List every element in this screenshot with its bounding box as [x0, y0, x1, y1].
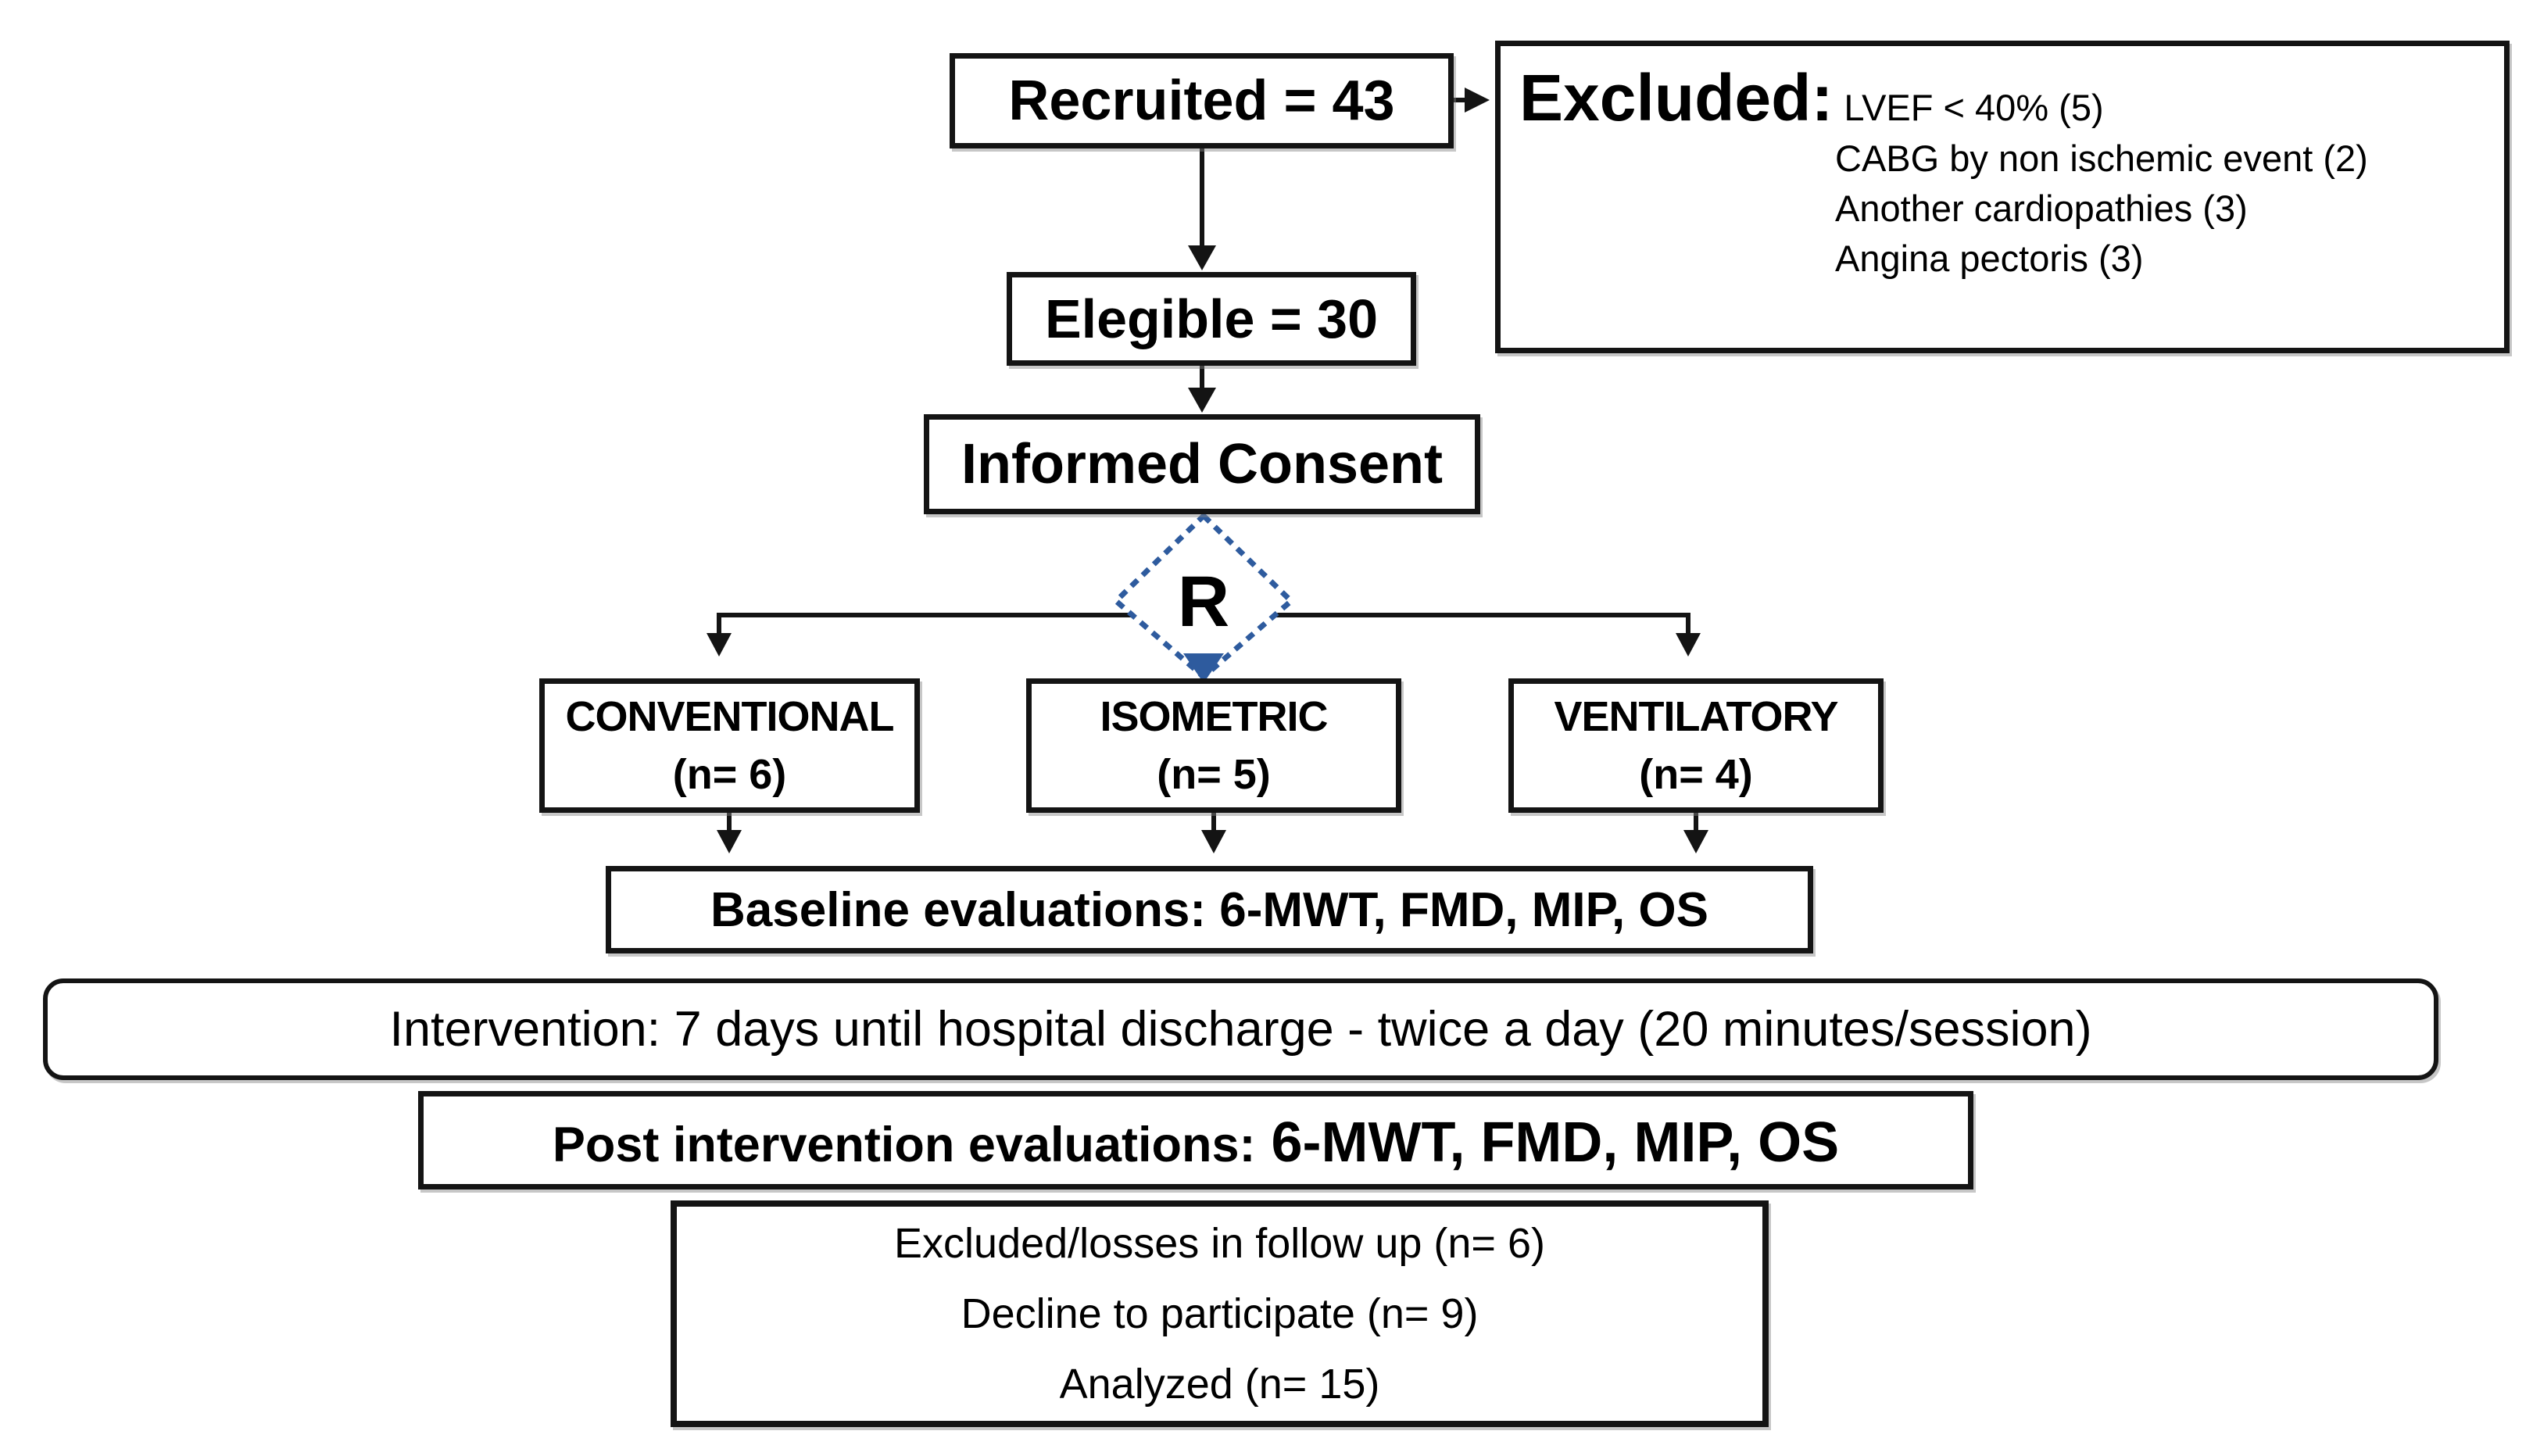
group-n: (n= 4)	[1639, 751, 1753, 798]
group-name: CONVENTIONAL	[565, 693, 895, 740]
follow-up-box: Excluded/losses in follow up (n= 6) Decl…	[671, 1200, 1769, 1427]
post-intervention-box: Post intervention evaluations: 6-MWT, FM…	[418, 1091, 1973, 1189]
group-box-conventional: CONVENTIONAL (n= 6)	[539, 678, 920, 813]
arrow-down-conventional	[717, 830, 742, 853]
follow-up-line: Excluded/losses in follow up (n= 6)	[894, 1220, 1545, 1267]
group-box-ventilatory: VENTILATORY (n= 4)	[1508, 678, 1884, 813]
baseline-evaluations-box: Baseline evaluations: 6-MWT, FMD, MIP, O…	[606, 866, 1813, 953]
excluded-box: Excluded: LVEF < 40% (5) CABG by non isc…	[1495, 41, 2510, 353]
recruited-box: Recruited = 43	[950, 53, 1454, 148]
randomization-arrowhead	[1183, 653, 1224, 683]
arrowheads	[707, 88, 1708, 853]
baseline-label: Baseline evaluations: 6-MWT, FMD, MIP, O…	[710, 882, 1708, 937]
arrow-down-to-eligible	[1188, 245, 1216, 270]
excluded-item: Another cardiopathies (3)	[1835, 188, 2248, 229]
informed-consent-box: Informed Consent	[924, 414, 1480, 514]
excluded-item: CABG by non ischemic event (2)	[1835, 138, 2368, 179]
post-intervention-acronyms: 6-MWT, FMD, MIP, OS	[1271, 1111, 1840, 1174]
excluded-title: Excluded:	[1519, 61, 1834, 134]
group-name: ISOMETRIC	[1100, 693, 1328, 740]
excluded-item: Angina pectoris (3)	[1835, 238, 2144, 279]
excluded-item: LVEF < 40% (5)	[1844, 87, 2104, 128]
arrow-down-left-branch	[707, 633, 732, 656]
group-n: (n= 5)	[1157, 751, 1271, 798]
eligible-label: Elegible = 30	[1044, 288, 1379, 349]
arrow-down-ventilatory	[1683, 830, 1708, 853]
follow-up-line: Decline to participate (n= 9)	[961, 1290, 1479, 1337]
arrow-down-to-informed	[1188, 388, 1216, 413]
informed-consent-label: Informed Consent	[961, 433, 1443, 495]
group-n: (n= 6)	[672, 751, 787, 798]
eligible-box: Elegible = 30	[1007, 272, 1416, 366]
follow-up-line: Analyzed (n= 15)	[1059, 1361, 1380, 1408]
excluded-first-row: Excluded: LVEF < 40% (5)	[1519, 62, 2485, 134]
arrow-down-isometric	[1201, 830, 1226, 853]
randomization-label: R	[1177, 561, 1230, 642]
group-name: VENTILATORY	[1554, 693, 1838, 740]
intervention-box: Intervention: 7 days until hospital disc…	[43, 978, 2438, 1080]
arrow-down-right-branch	[1676, 633, 1701, 656]
intervention-label: Intervention: 7 days until hospital disc…	[389, 1002, 2092, 1057]
arrow-right-to-excluded	[1465, 88, 1490, 113]
recruited-label: Recruited = 43	[1008, 70, 1395, 132]
group-box-isometric: ISOMETRIC (n= 5)	[1026, 678, 1401, 813]
post-intervention-label: Post intervention evaluations:	[552, 1118, 1256, 1172]
